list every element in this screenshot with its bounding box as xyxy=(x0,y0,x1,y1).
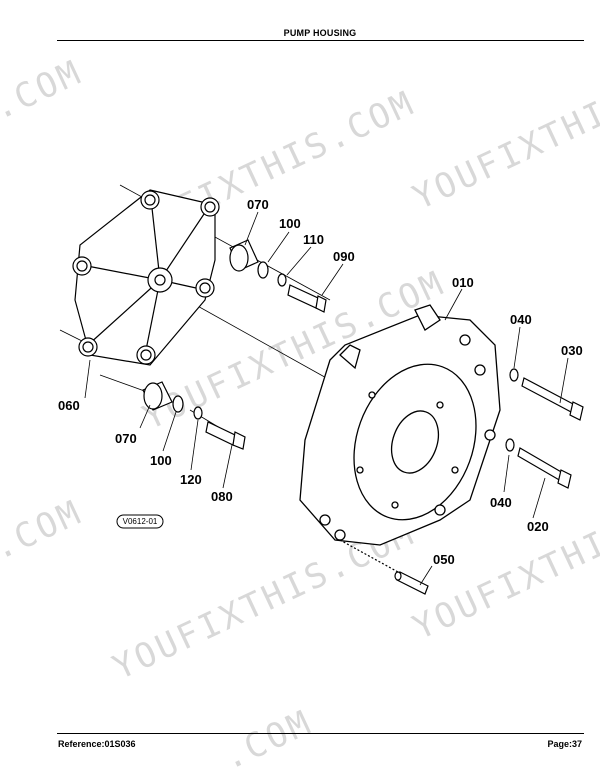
star-flange-060 xyxy=(72,189,220,366)
callout-label: 040 xyxy=(490,495,512,510)
pump-housing-010 xyxy=(299,304,501,546)
watermark-text: .COM xyxy=(217,702,319,776)
callout-label: 080 xyxy=(211,489,233,504)
callout-label: 050 xyxy=(433,552,455,567)
callout-label: 110 xyxy=(303,232,324,247)
page-number: Page:37 xyxy=(547,739,582,749)
callout-labels: 070 100 110 090 060 070 100 120 080 010 … xyxy=(58,197,583,567)
watermark: .COM YOUFIXTHIS.COM YOUFIXTHIS YOUFIXTHI… xyxy=(0,52,600,776)
dowel-pin-050 xyxy=(339,539,429,595)
callout-label: 010 xyxy=(452,275,474,290)
callout-label: 030 xyxy=(561,343,583,358)
callout-label: 100 xyxy=(279,216,301,231)
callout-label: 070 xyxy=(115,431,137,446)
figure-stamp: V0612-01 xyxy=(116,514,164,529)
footer-rule xyxy=(57,733,584,734)
callout-label: 070 xyxy=(247,197,269,212)
lower-fastener-group xyxy=(142,381,246,450)
page-title: PUMP HOUSING xyxy=(283,28,357,38)
watermark-text: YOUFIXTHIS xyxy=(407,513,600,648)
watermark-text: .COM xyxy=(0,52,89,128)
leader-lines xyxy=(84,211,569,586)
callout-label: 020 xyxy=(527,519,549,534)
callout-label: 120 xyxy=(180,472,202,487)
header-rule xyxy=(57,40,584,41)
callout-label: 100 xyxy=(150,453,172,468)
stamp-label: V0612-01 xyxy=(123,517,158,526)
callout-label: 090 xyxy=(333,249,355,264)
watermark-text: .COM xyxy=(0,492,89,568)
watermark-text: YOUFIXTHIS xyxy=(407,83,600,218)
upper-fastener-group xyxy=(229,239,327,313)
callout-label: 060 xyxy=(58,398,80,413)
callout-label: 040 xyxy=(510,312,532,327)
reference-label: Reference:01S036 xyxy=(58,739,136,749)
right-fastener-group xyxy=(505,368,584,489)
